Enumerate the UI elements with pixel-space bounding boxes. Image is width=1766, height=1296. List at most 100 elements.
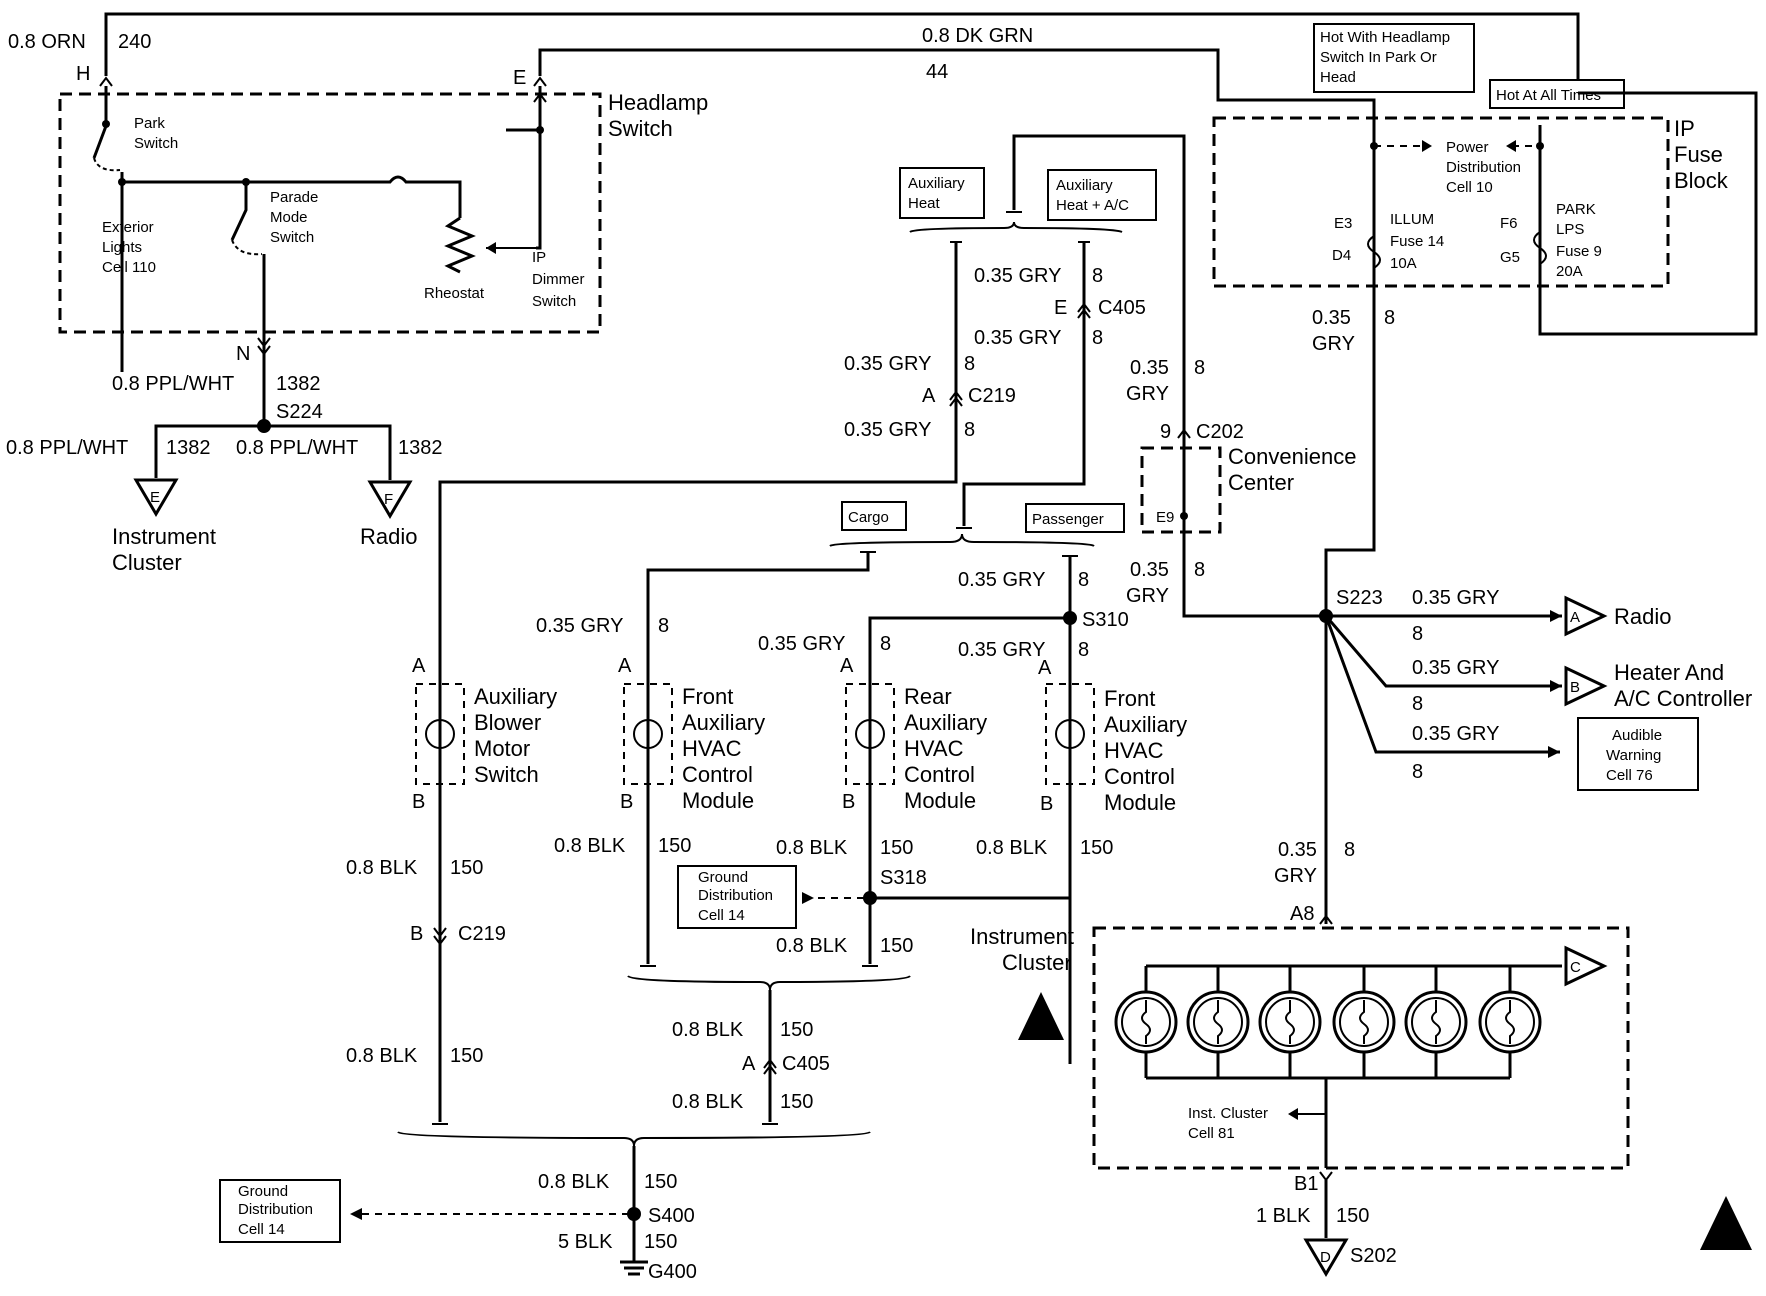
c219-top-name: C219 (968, 385, 1016, 407)
pin-g5: G5 (1500, 249, 1520, 266)
gry-rear-circuit: 8 (880, 633, 891, 655)
heater-connector (1564, 665, 1608, 707)
gry-c219-top-circuit: 8 (964, 353, 975, 375)
blk-s400-bot-gauge: 5 BLK (558, 1231, 613, 1253)
ip-fuse-block-box (1212, 116, 1670, 288)
s202-connector (1303, 1238, 1349, 1277)
power-dist-3: Cell 10 (1446, 179, 1493, 196)
c219-gry-wire (438, 242, 958, 662)
hot-headlamp-3: Head (1320, 69, 1356, 86)
bulb-6 (1478, 966, 1542, 1078)
gry-c202-g2: GRY (1126, 383, 1169, 405)
cluster-c-letter: C (1570, 959, 1581, 976)
radio-connector-right (1564, 595, 1608, 637)
headlamp-switch-label-1: Headlamp (608, 90, 708, 115)
aux-heat-box (899, 167, 985, 219)
radio-left-label: Radio (360, 524, 417, 549)
bulb-1 (1114, 966, 1178, 1078)
gry-c405-bot-circuit: 8 (1092, 327, 1103, 349)
gry-s310-gauge: 0.35 GRY (958, 569, 1045, 591)
fuse-block-label-1: IP (1674, 116, 1695, 141)
blower-label-4: Switch (474, 762, 539, 787)
park-pivot (102, 120, 110, 128)
conv-label-1: Convenience (1228, 444, 1356, 469)
bulb-2 (1186, 966, 1250, 1078)
ppl-right-circuit: 1382 (398, 437, 443, 459)
front1-label-5: Module (682, 788, 754, 813)
passenger-box (1025, 503, 1125, 533)
front1-pin-a: A (618, 655, 632, 677)
park-switch-label-2: Switch (134, 135, 178, 152)
blk-cluster-circuit: 150 (1336, 1205, 1369, 1227)
gry-front1-circuit: 8 (658, 615, 669, 637)
inst-cell-2: Cell 81 (1188, 1125, 1235, 1142)
parade-switch-blade (230, 182, 248, 241)
hot-headlamp-2: Switch In Park Or (1320, 49, 1437, 66)
rear-label-3: HVAC (904, 736, 964, 761)
ip-dimmer-label-1: IP (532, 249, 546, 266)
gry-heater-gauge: 0.35 GRY (1412, 657, 1499, 679)
rear-gry-wire (868, 616, 1070, 964)
c202-name: C202 (1196, 421, 1244, 443)
front1-label-2: Auxiliary (682, 710, 765, 735)
front2-label-3: HVAC (1104, 738, 1164, 763)
heater-label-2: A/C Controller (1614, 686, 1752, 711)
power-dist-1: Power (1446, 139, 1489, 156)
park-switch-label-1: Park (134, 115, 165, 132)
front2-pin-b: B (1040, 793, 1053, 815)
s400-splice (627, 1207, 641, 1221)
gry-front2-gauge: 0.35 GRY (958, 639, 1045, 661)
front1-gry-wire (646, 552, 870, 964)
fuse-to-s223-wire (1324, 330, 1376, 616)
fuse-block-label-2: Fuse (1674, 142, 1723, 167)
hot-headlamp-1: Hot With Headlamp (1320, 29, 1450, 46)
c405-bot-name: C405 (782, 1053, 830, 1075)
gry-conv-g2: GRY (1126, 585, 1169, 607)
c219-pin-a: A (922, 385, 936, 407)
s400-label: S400 (648, 1205, 695, 1227)
power-dist-arrow-right (1506, 140, 1516, 152)
pin-e3: E3 (1334, 215, 1352, 232)
gry-audible-gauge: 0.35 GRY (1412, 723, 1499, 745)
gd2-arrow (350, 1208, 362, 1220)
blk-s318-circuit: 150 (880, 935, 913, 957)
bulb-5 (1404, 966, 1468, 1078)
park-lps-2: LPS (1556, 221, 1584, 238)
g400-ground-symbol (620, 1260, 648, 1276)
gry-cluster-g2: GRY (1274, 865, 1317, 887)
pin-b1: B1 (1294, 1173, 1318, 1195)
blower-module-symbol (425, 719, 455, 749)
pin-a8: A8 (1290, 903, 1314, 925)
park-lps-4: 20A (1556, 263, 1583, 280)
convenience-box (1140, 446, 1222, 534)
blk-c405-bot-circuit: 150 (780, 1091, 813, 1113)
inst-connector-letter: E (150, 489, 160, 506)
ppl-right-gauge: 0.8 PPL/WHT (236, 437, 358, 459)
gry-c219-bot-gauge: 0.35 GRY (844, 419, 931, 441)
ext-light-bus (122, 175, 462, 218)
ppl-main-circuit: 1382 (276, 373, 321, 395)
illum-2: Fuse 14 (1390, 233, 1444, 250)
front2-module-box (1045, 683, 1095, 785)
pin-n-terminal (257, 337, 271, 348)
gry-c405-top-circuit: 8 (1092, 265, 1103, 287)
hot-headlamp-box (1313, 23, 1475, 93)
bulb-4 (1332, 966, 1396, 1078)
pin-d4: D4 (1332, 247, 1351, 264)
conv-wire (1182, 448, 1326, 618)
b1-terminal (1319, 1171, 1333, 1182)
gry-fuse-circuit: 8 (1384, 307, 1395, 329)
aux-heat-ac-box (1047, 169, 1157, 221)
heater-arrow (1550, 680, 1562, 692)
blk-s318-gauge: 0.8 BLK (776, 935, 848, 957)
ppl-main-gauge: 0.8 PPL/WHT (112, 373, 234, 395)
blk-blower-1-circuit: 150 (450, 857, 483, 879)
cluster-right-label-2: Cluster (1002, 950, 1072, 975)
fuse-block-label-3: Block (1674, 168, 1729, 193)
aux-brace (909, 221, 1123, 233)
illum-1: ILLUM (1390, 211, 1434, 228)
parade-switch-arc (231, 239, 263, 256)
blower-label-3: Motor (474, 736, 530, 761)
dkgrn-wire (538, 48, 1376, 125)
